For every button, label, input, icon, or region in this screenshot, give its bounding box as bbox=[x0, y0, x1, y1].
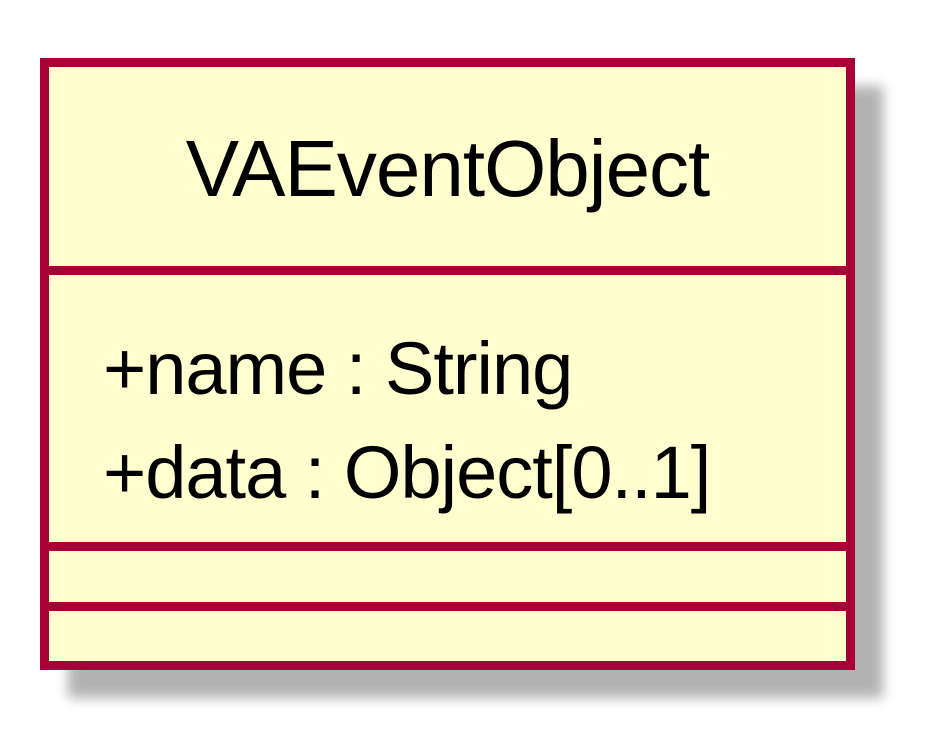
class-name: VAEventObject bbox=[185, 123, 711, 213]
uml-class-box[interactable]: VAEventObject +name : String +data : Obj… bbox=[40, 58, 855, 670]
attribute-data: +data : Object[0..1] bbox=[103, 431, 711, 514]
attribute-name: +name : String bbox=[103, 327, 573, 410]
attributes-compartment: +name : String +data : Object[0..1] bbox=[103, 317, 711, 525]
operations-divider bbox=[49, 602, 846, 611]
class-header: VAEventObject bbox=[49, 67, 846, 266]
header-divider bbox=[49, 266, 846, 275]
attributes-divider bbox=[49, 542, 846, 551]
